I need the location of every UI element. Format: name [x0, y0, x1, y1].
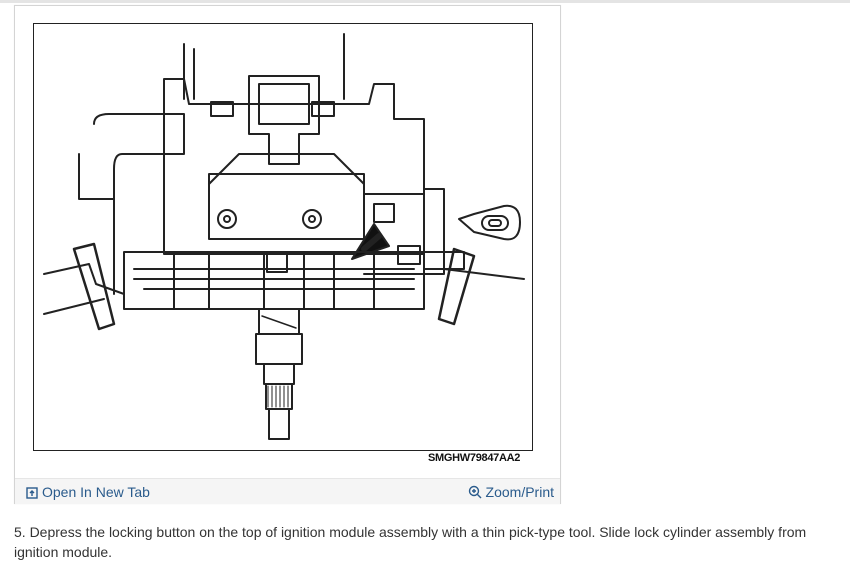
- figure-code: SMGHW79847AA2: [428, 452, 521, 464]
- zoom-print-link[interactable]: Zoom/Print: [468, 484, 554, 502]
- top-divider: [0, 0, 850, 3]
- zoom-print-label: Zoom/Print: [485, 484, 554, 500]
- zoom-in-icon: [468, 485, 482, 502]
- ignition-module-diagram: [33, 23, 533, 451]
- open-in-new-tab-label: Open In New Tab: [42, 484, 150, 500]
- step-caption: 5. Depress the locking button on the top…: [14, 524, 807, 560]
- open-new-tab-icon: [26, 486, 38, 502]
- open-in-new-tab-link[interactable]: Open In New Tab: [26, 484, 150, 502]
- figure-footer: Open In New Tab Zoom/Print: [15, 478, 560, 504]
- figure-card: SMGHW79847AA2 Open In New Tab Zoom/Print: [14, 5, 561, 504]
